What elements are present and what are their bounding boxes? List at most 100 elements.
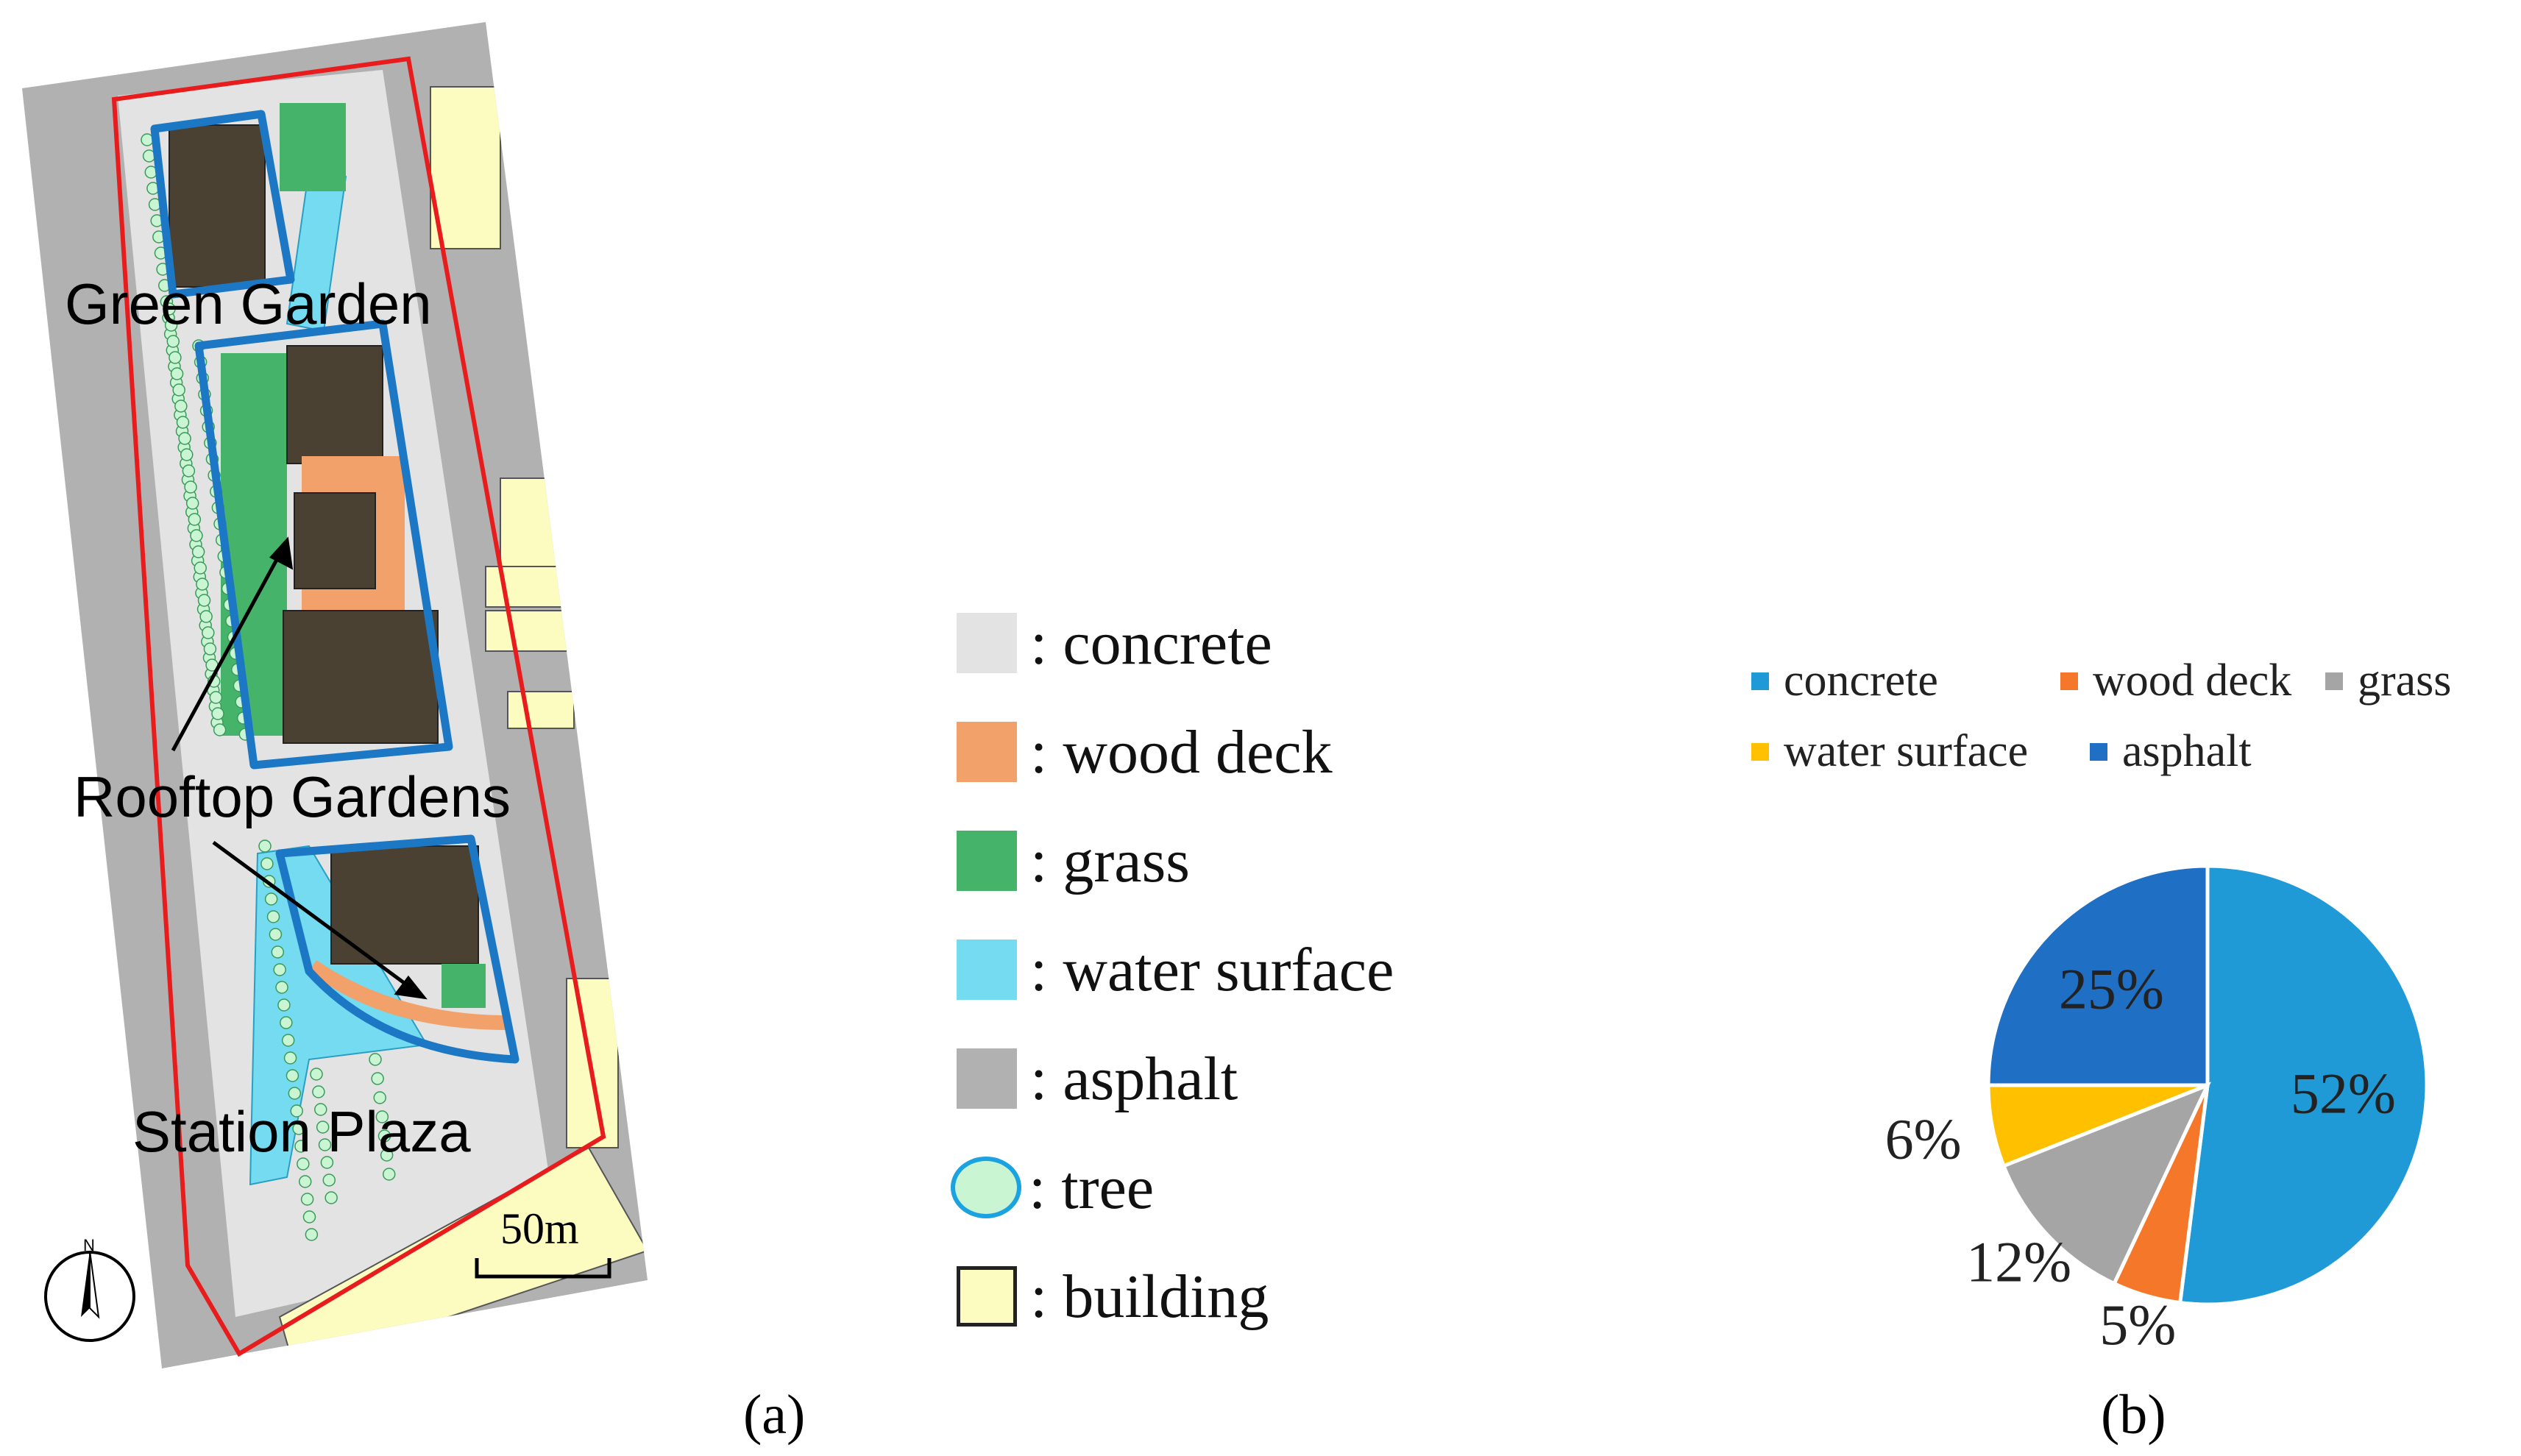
- annotation-arrows: [171, 536, 428, 1000]
- building: [430, 86, 501, 249]
- pie-value-label: 12%: [1966, 1230, 2071, 1294]
- site-boundary: [111, 56, 606, 1357]
- tree-marker: [185, 497, 199, 510]
- tree-marker: [174, 399, 188, 413]
- legend-swatch: [957, 722, 1017, 782]
- building: [507, 691, 575, 729]
- legend-item: : asphalt: [957, 1024, 1516, 1133]
- tree-marker: [290, 1104, 303, 1118]
- pie-slice-asphalt: [1986, 864, 2210, 1087]
- tree-marker: [202, 626, 215, 639]
- tree-marker: [375, 1110, 389, 1123]
- building: [485, 566, 567, 608]
- tree-marker: [260, 857, 274, 870]
- tree-marker: [178, 432, 191, 445]
- tree-marker: [310, 1068, 323, 1081]
- roof-building: [283, 610, 439, 744]
- tree-marker: [288, 1087, 302, 1100]
- tree-marker: [203, 642, 217, 656]
- tree-marker: [188, 513, 202, 526]
- tree-marker: [316, 1121, 330, 1134]
- legend-item: : wood deck: [957, 697, 1516, 806]
- tree-marker: [166, 335, 180, 348]
- pie-value-label: 6%: [1885, 1107, 1962, 1171]
- tree-marker: [271, 945, 285, 959]
- tree-marker: [322, 1173, 336, 1187]
- tree-marker: [373, 1091, 386, 1104]
- tree-marker: [197, 594, 211, 607]
- station-plaza-label: Station Plaza: [132, 1099, 471, 1164]
- north-label: N: [83, 1236, 95, 1254]
- north-arrow-icon: N: [37, 1225, 143, 1346]
- tree-marker: [305, 1228, 319, 1241]
- pie-legend-item: concrete: [1751, 655, 1938, 707]
- pie-legend-swatch: [1751, 672, 1769, 690]
- tree-marker: [277, 998, 291, 1012]
- tree-marker: [163, 302, 176, 316]
- legend-label: : asphalt: [1030, 1044, 1238, 1113]
- site-plan-map: Green Garden Rooftop Gardens Station Pla…: [22, 22, 648, 1368]
- pie-value-label: 52%: [2291, 1062, 2396, 1126]
- legend-label: : wood deck: [1030, 717, 1333, 786]
- tree-marker: [164, 319, 178, 332]
- pie-slice-grass: [2001, 1082, 2211, 1286]
- building: [500, 477, 560, 567]
- tree-marker: [281, 1034, 295, 1047]
- tree-marker: [286, 1069, 299, 1082]
- rooftop-garden-outline: [275, 834, 520, 1064]
- legend-swatch: [957, 831, 1017, 891]
- legend-swatch: [957, 1048, 1017, 1109]
- tree-marker: [258, 839, 272, 853]
- tree-marker: [275, 981, 288, 994]
- tree-marker: [302, 1210, 316, 1224]
- legend-swatch: [957, 613, 1017, 673]
- pie-legend-item: water surface: [1751, 725, 2028, 778]
- tree-marker: [382, 1168, 396, 1181]
- legend-swatch: [951, 1157, 1021, 1218]
- pie-legend-swatch: [2060, 672, 2078, 690]
- legend-label: : building: [1030, 1262, 1269, 1331]
- roof-building: [286, 345, 383, 464]
- panel-label-b: (b): [2101, 1384, 2166, 1446]
- tree-marker: [280, 1016, 293, 1029]
- tree-marker: [380, 1148, 394, 1162]
- building: [566, 978, 619, 1148]
- pie-legend-label: concrete: [1784, 656, 1938, 706]
- tree-marker: [320, 1156, 334, 1169]
- pie-value-label: 25%: [2059, 956, 2164, 1020]
- rooftop-gardens-label: Rooftop Gardens: [74, 764, 511, 829]
- tree-marker: [294, 1140, 308, 1153]
- legend-label: : water surface: [1030, 935, 1394, 1004]
- pie-legend-swatch: [2090, 742, 2107, 761]
- legend-item: : grass: [957, 806, 1516, 915]
- legend-item: : tree: [951, 1133, 1516, 1242]
- roof-building: [294, 492, 376, 589]
- tree-marker: [170, 367, 184, 380]
- tree-marker: [318, 1138, 332, 1151]
- pie-legend-item: wood deck: [2060, 655, 2291, 707]
- map-canvas: Green Garden Rooftop Gardens Station Pla…: [22, 22, 648, 1368]
- tree-marker: [269, 928, 283, 941]
- roof-building: [330, 845, 479, 965]
- roof-building: [169, 124, 266, 288]
- panel-label-a: (a): [743, 1384, 806, 1446]
- pie-legend-item: asphalt: [2090, 725, 2252, 778]
- tree-marker: [371, 1072, 384, 1085]
- pie-legend-item: grass: [2325, 655, 2451, 707]
- legend-swatch: [957, 1266, 1017, 1327]
- pie-legend-label: wood deck: [2093, 656, 2292, 706]
- tree-marker: [209, 691, 223, 704]
- tree-marker: [369, 1053, 382, 1066]
- green-garden-label: Green Garden: [65, 271, 432, 336]
- pie-slice-water-surface: [1986, 1083, 2208, 1168]
- legend-item: : concrete: [957, 589, 1516, 697]
- tree-marker: [196, 578, 209, 591]
- water-surface: [249, 845, 428, 1186]
- tree-marker: [314, 1103, 327, 1116]
- tree-marker: [190, 529, 203, 542]
- legend-swatch: [957, 940, 1017, 1000]
- tree-marker: [377, 1129, 391, 1143]
- scale-bar-label: 50m: [500, 1204, 579, 1253]
- legend-label: : concrete: [1030, 608, 1272, 678]
- tree-marker: [184, 480, 197, 494]
